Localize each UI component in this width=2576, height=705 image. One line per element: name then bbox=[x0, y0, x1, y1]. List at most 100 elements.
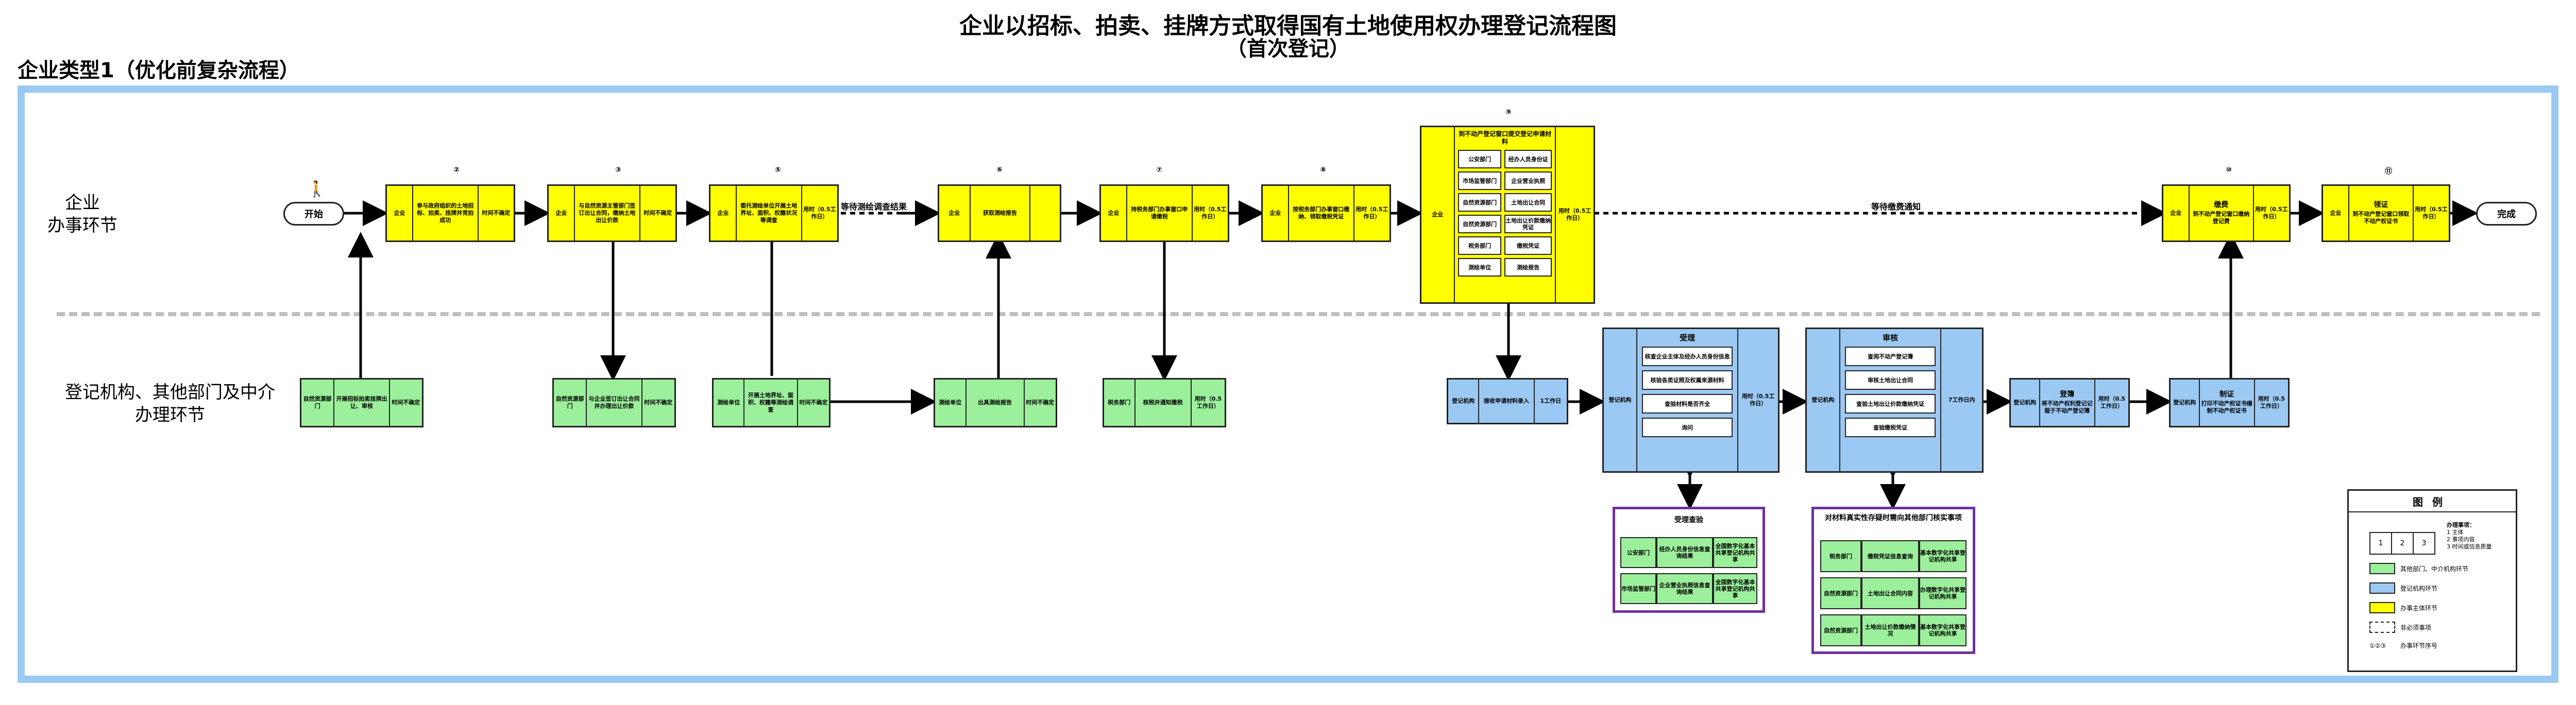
check-note: 全国数字化基本共享登记机构共享 bbox=[1713, 573, 1757, 604]
time-cell: 用时（0.5工作日） bbox=[1191, 186, 1228, 240]
start-node: 开始 bbox=[283, 202, 344, 226]
actor-cell: 登记机构 bbox=[1811, 397, 1835, 403]
legend-cell: 2 bbox=[2392, 532, 2414, 555]
step-number: ② bbox=[453, 166, 460, 174]
material-doc: 经办人员身份证 bbox=[1504, 150, 1552, 168]
legend-cell: 3 bbox=[2414, 532, 2435, 555]
step-tax-pay: 企业 按税务部门办事窗口缴纳、领取缴税凭证 用时（0.5工作日） bbox=[1261, 184, 1391, 242]
step-number: ③ bbox=[615, 166, 621, 174]
diagram-frame bbox=[18, 85, 2558, 683]
check-dept: 市场监管部门 bbox=[1620, 573, 1656, 604]
task-cell: 开展土地界址、面积、权籍等测绘调查 bbox=[743, 380, 796, 426]
material-doc: 缴税凭证 bbox=[1504, 236, 1552, 255]
actor-cell: 企业 bbox=[1269, 210, 1281, 216]
agency-contract: 自然资源部门 与企业签订出让合同并办理出让价款 时间不确定 bbox=[552, 378, 676, 427]
task-header: 制证 bbox=[2219, 390, 2234, 399]
time-cell bbox=[1029, 186, 1060, 240]
review-check-row: 自然资源部门 土地出让价款缴纳情况 基本数字化共享登记机构共享 bbox=[1820, 614, 1967, 646]
lane-divider bbox=[57, 312, 2540, 316]
accept-item: 询问 bbox=[1642, 418, 1733, 437]
time-cell: 用时（0.5工作日） bbox=[1737, 329, 1778, 471]
step-number: ⑤ bbox=[775, 166, 781, 174]
review-check-row: 税务部门 缴税凭证信息查询 基本数字化共享登记机构共享 bbox=[1820, 540, 1967, 572]
legend-label: 非必须事项 bbox=[2400, 624, 2432, 631]
actor-cell: 登记机构 bbox=[1452, 398, 1475, 404]
time-cell: 时间不确定 bbox=[796, 380, 829, 426]
actor-cell: 企业 bbox=[717, 210, 729, 216]
diagram-subtitle: （首次登记） bbox=[1226, 37, 1350, 61]
end-node: 完成 bbox=[2476, 202, 2537, 226]
task-sub: 将不动产权利登记记载于不动产登记簿 bbox=[2041, 400, 2093, 414]
task-cell: 开展招标拍卖挂牌出让、审核 bbox=[333, 380, 388, 426]
task-header: 登簿 bbox=[2060, 390, 2075, 399]
check-note: 办理数字化共享登记机构共享 bbox=[1919, 577, 1967, 609]
task-cell: 接收申请材料录入 bbox=[1478, 380, 1533, 423]
accept-cell: 受理 核查企业主体及经办人员身份信息 核验各类证照及权属来源材料 查验材料是否齐… bbox=[1636, 329, 1737, 471]
accept-item: 查验材料是否齐全 bbox=[1642, 394, 1733, 414]
material-doc: 企业营业执照 bbox=[1504, 171, 1552, 190]
actor-cell: 测绘单位 bbox=[939, 399, 962, 406]
time-cell: 用时（0.5工作日） bbox=[2253, 380, 2288, 426]
legend-swatch bbox=[2369, 622, 2395, 633]
actor-cell: 企业 bbox=[2170, 210, 2182, 216]
task-cell: 按税务部门办事窗口缴纳、领取缴税凭证 bbox=[1287, 186, 1353, 240]
legend: 图例 办理事项： 1 主体 2 事项内容 3 时间或信息质量 1 2 3 其他部… bbox=[2347, 489, 2517, 672]
step-survey-report: 企业 获取测绘报告 bbox=[938, 184, 1061, 242]
actor-cell: 登记机构 bbox=[1608, 397, 1632, 403]
task-sub: 到不动产登记窗口领取不动产权证书 bbox=[2352, 211, 2410, 225]
registry-accept: 登记机构 受理 核查企业主体及经办人员身份信息 核验各类证照及权属来源材料 查验… bbox=[1602, 328, 1780, 473]
task-cell: 缴费 到不动产登记窗口缴纳登记费 bbox=[2188, 186, 2253, 240]
agency-tax: 税务部门 核税并通知缴税 用时（0.5工作日） bbox=[1103, 378, 1226, 427]
legend-label: 办事主体环节 bbox=[2400, 604, 2438, 612]
task-header: 领证 bbox=[2374, 201, 2388, 209]
actor-cell: 企业 bbox=[555, 210, 567, 216]
legend-label: 其他部门、中介机构环节 bbox=[2400, 565, 2469, 573]
review-item: 审核土地出让合同 bbox=[1845, 370, 1936, 390]
check-note: 基本数字化共享登记机构共享 bbox=[1919, 614, 1967, 646]
legend-label: 办事环节序号 bbox=[2400, 642, 2438, 649]
registry-record: 登记机构 登簿 将不动产权利登记记载于不动产登记簿 用时（0.5工作日） bbox=[2009, 378, 2130, 427]
material-doc: 土地出让合同 bbox=[1504, 193, 1552, 212]
task-sub: 打印不动产权证书缮制不动产权证书 bbox=[2201, 400, 2252, 414]
task-cell: 持税务部门办事窗口申请缴税 bbox=[1126, 186, 1192, 240]
lane-label-agencies: 登记机构、其他部门及中介 办理环节 bbox=[65, 382, 275, 425]
check-dept: 自然资源部门 bbox=[1820, 577, 1861, 609]
actor-cell: 登记机构 bbox=[2013, 399, 2037, 406]
step-number: ⑨ bbox=[1505, 108, 1512, 116]
actor-cell: 企业 bbox=[2330, 210, 2342, 216]
step-submit-materials: 企业 到不动产登记窗口提交登记申请材料 公安部门 经办人员身份证 市场监管部门 … bbox=[1420, 126, 1595, 304]
actor-cell: 税务部门 bbox=[1108, 399, 1131, 406]
step-tax-apply: 企业 持税务部门办事窗口申请缴税 用时（0.5工作日） bbox=[1099, 184, 1229, 242]
review-check-box: 对材料真实性存疑时需向其他部门核实事项 税务部门 缴税凭证信息查询 基本数字化共… bbox=[1811, 507, 1975, 654]
check-item: 土地出让价款缴纳情况 bbox=[1861, 614, 1919, 646]
actor-cell: 企业 bbox=[1108, 210, 1120, 216]
registry-make-certificate: 登记机构 制证 打印不动产权证书缮制不动产权证书 用时（0.5工作日） bbox=[2169, 378, 2290, 427]
legend-row-optional: 非必须事项 bbox=[2369, 622, 2431, 633]
material-dept: 市场监管部门 bbox=[1458, 171, 1502, 190]
actor-cell: 测绘单位 bbox=[717, 399, 740, 406]
legend-notes-title: 办理事项： bbox=[2447, 522, 2475, 528]
legend-seq: ①②③ bbox=[2369, 642, 2386, 649]
accept-item: 核查企业主体及经办人员身份信息 bbox=[1642, 347, 1733, 366]
review-item: 查验缴税凭证 bbox=[1845, 418, 1936, 437]
registry-intake: 登记机构 接收申请材料录入 1工作日 bbox=[1447, 378, 1568, 424]
actor-cell: 企业 bbox=[394, 210, 405, 216]
material-dept: 自然资源部门 bbox=[1458, 193, 1502, 212]
task-cell: 获取测绘报告 bbox=[969, 186, 1030, 240]
legend-swatch bbox=[2369, 602, 2395, 613]
time-cell: 7工作日内 bbox=[1940, 329, 1982, 471]
actor-cell: 自然资源部门 bbox=[555, 396, 584, 409]
time-cell: 用时（0.5工作日） bbox=[1555, 127, 1594, 302]
accept-check-box: 受理查验 公安部门 经办人员身份信息查询结果 全国数字化基本共享登记机构共享 市… bbox=[1613, 507, 1765, 613]
diagram-title: 企业以招标、拍卖、挂牌方式取得国有土地使用权办理登记流程图 bbox=[959, 13, 1617, 39]
material-doc: 测绘报告 bbox=[1504, 258, 1552, 277]
step-number: ⑦ bbox=[1156, 166, 1162, 174]
step-number: ⑩ bbox=[2226, 166, 2232, 174]
task-cell: 制证 打印不动产权证书缮制不动产权证书 bbox=[2198, 380, 2254, 426]
legend-row-yellow: 办事主体环节 bbox=[2369, 602, 2437, 613]
task-cell: 委托测绘单位开展土地界址、面积、权籍状况等调查 bbox=[735, 186, 801, 240]
step-survey-request: 企业 委托测绘单位开展土地界址、面积、权籍状况等调查 用时（0.5工作日） bbox=[709, 184, 839, 242]
time-cell: 时间不确定 bbox=[477, 186, 514, 240]
review-check-row: 自然资源部门 土地出让合同内容 办理数字化共享登记机构共享 bbox=[1820, 577, 1967, 609]
check-dept: 自然资源部门 bbox=[1820, 614, 1861, 646]
